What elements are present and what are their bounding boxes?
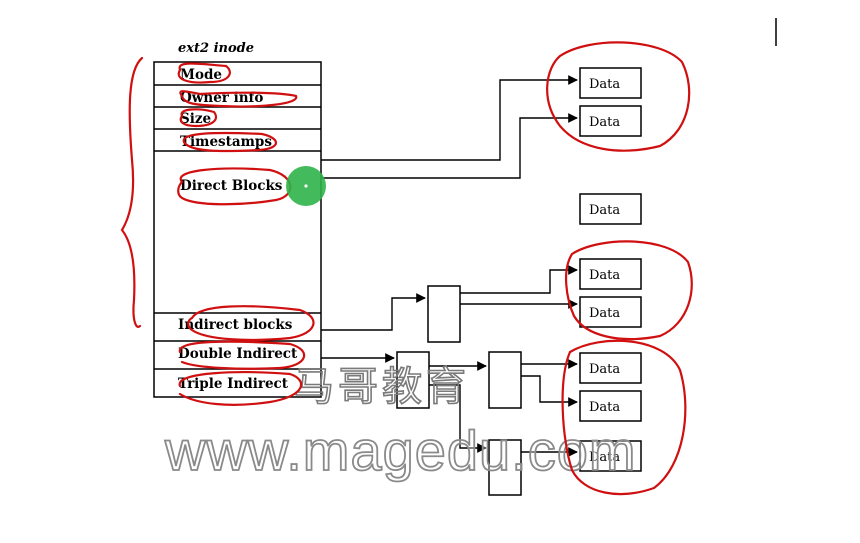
cursor-dot [304,184,308,188]
data-label-7: Data [589,400,620,415]
annotation-mode [177,62,231,84]
field-direct-blocks: Direct Blocks [180,178,283,194]
annotation-owner [179,90,298,108]
diagram-title: ext2 inode [178,41,254,56]
arrow-direct-1 [321,75,578,161]
data-label-1: Data [589,77,620,92]
annotation-timestamps [182,131,278,153]
field-size: Size [180,111,211,127]
field-triple-indirect: Triple Indirect [178,376,289,392]
indirect-block-1 [427,285,461,343]
double-indirect-block-l1 [396,351,430,409]
triple-indirect-block [488,439,522,496]
arrow-triple-branch [429,384,487,453]
annotation-data-mid [564,240,693,341]
arrow-indirect-to-block [321,293,426,331]
data-block-8 [579,440,642,472]
data-block-3 [579,193,642,225]
field-indirect-blocks: Indirect blocks [178,317,293,333]
data-label-2: Data [589,115,620,130]
annotation-indirect [187,305,315,341]
data-block-7 [579,390,642,422]
double-indirect-block-l2 [488,351,522,409]
watermark: 马哥教育 www.magedu.com [163,364,637,483]
data-label-4: Data [589,268,620,283]
annotation-size [179,108,218,128]
arrow-indirect-data-1 [460,265,578,294]
field-timestamps: Timestamps [180,134,272,150]
data-label-6: Data [589,362,620,377]
data-block-5 [579,296,642,328]
annotation-data-top [546,41,691,152]
arrow-direct-2 [321,113,578,179]
annotation-triple [178,371,303,406]
red-annotations [120,41,693,496]
arrow-double-data-2 [521,375,578,407]
data-label-5: Data [589,306,620,321]
data-block-1 [579,67,642,99]
data-label-3: Data [589,203,620,218]
inode-table [153,61,322,398]
field-double-indirect: Double Indirect [178,346,298,362]
annotation-double [178,340,306,370]
data-block-6 [579,352,642,384]
annotation-data-bottom [561,339,687,496]
annotation-brace [120,56,144,328]
annotation-direct-blocks [177,167,292,206]
data-block-4 [579,258,642,290]
watermark-chinese: 马哥教育 [294,365,470,409]
data-label-8: Data [589,450,620,465]
field-mode: Mode [180,67,222,83]
watermark-url: www.magedu.com [164,419,637,482]
data-block-2 [579,105,642,137]
